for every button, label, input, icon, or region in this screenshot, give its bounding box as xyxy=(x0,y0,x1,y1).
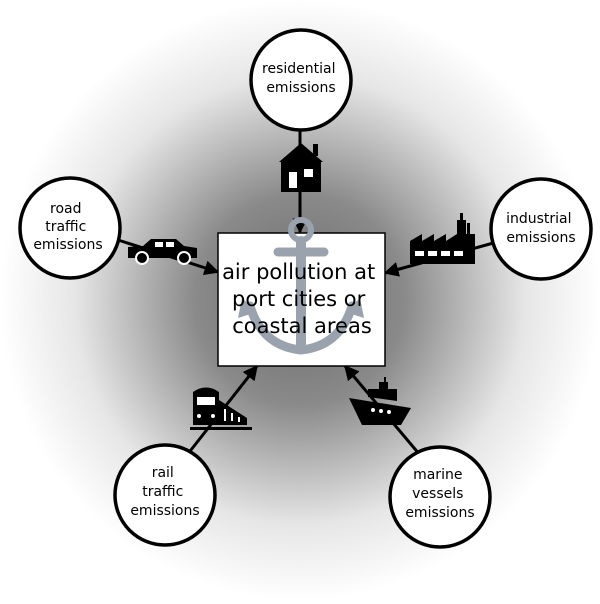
anchor-icon xyxy=(238,217,364,355)
central-line-1: air pollution at xyxy=(222,260,375,284)
central-label: air pollution at port cities or coastal … xyxy=(222,260,382,338)
industrial-node: industrial emissions xyxy=(489,177,593,281)
rail-node: rail traffic emissions xyxy=(113,443,217,547)
central-line-3: coastal areas xyxy=(232,314,372,338)
house-icon xyxy=(279,143,323,192)
marine-node: marine vessels emissions xyxy=(388,445,492,549)
residential-label: residential emissions xyxy=(262,61,340,96)
central-line-2: port cities or xyxy=(232,287,366,311)
train-icon xyxy=(190,387,252,430)
ship-icon xyxy=(349,377,411,425)
residential-node: residential emissions xyxy=(249,28,353,132)
road-label: road traffic emissions xyxy=(33,201,102,253)
car-icon xyxy=(128,239,197,265)
factory-icon xyxy=(410,213,475,264)
road-node: road traffic emissions xyxy=(18,176,122,280)
marine-label: marine vessels emissions xyxy=(405,467,474,521)
rail-label: rail traffic emissions xyxy=(130,465,199,519)
central-node: air pollution at port cities or coastal … xyxy=(217,217,386,367)
industrial-label: industrial emissions xyxy=(506,211,576,246)
